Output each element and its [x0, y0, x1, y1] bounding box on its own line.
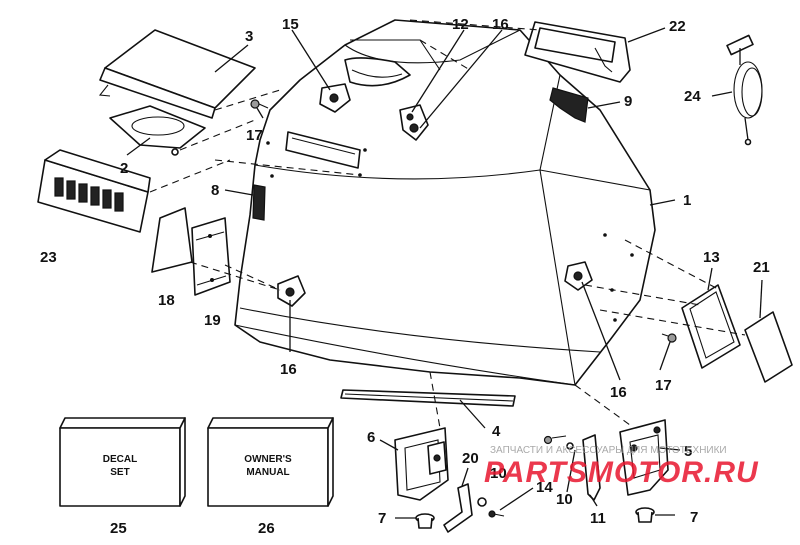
- part-3-lid: [98, 29, 256, 119]
- part-5-bracket: [619, 419, 669, 496]
- manual-label-line1: OWNER'S: [244, 454, 292, 465]
- callout-11: 11: [590, 510, 606, 527]
- callout-21: 21: [753, 259, 770, 276]
- decal-label-line1: DECAL: [103, 454, 137, 465]
- callout-1: 1: [683, 192, 691, 209]
- callout-18: 18: [158, 292, 175, 309]
- assembly-lines: [149, 19, 746, 429]
- callout-16-left: 16: [280, 361, 297, 378]
- part-19-plate: [191, 217, 231, 296]
- callout-13: 13: [703, 249, 720, 266]
- watermark-logo: PARTSMOTOR.RU: [484, 456, 759, 489]
- seal-strip-9: [549, 87, 589, 123]
- seal-strip-8: [252, 184, 266, 221]
- part-15-fastener: [319, 83, 351, 113]
- callouts: 1 2 3 4 5 6 7 7 8 9 10 10 11 12 13 14 15…: [40, 16, 770, 537]
- engine-cover: [234, 19, 656, 386]
- callout-8: 8: [211, 182, 219, 199]
- callout-2: 2: [120, 160, 128, 177]
- callout-5: 5: [684, 443, 692, 460]
- callout-14: 14: [536, 479, 553, 496]
- part-20-bracket: [443, 483, 473, 533]
- callout-17-left: 17: [246, 127, 263, 144]
- watermark: PARTSMOTOR.RU ЗАПЧАСТИ И АКСЕССУАРЫ ДЛЯ …: [484, 445, 759, 489]
- callout-7-left: 7: [378, 510, 386, 527]
- part-11-clip: [582, 434, 601, 501]
- callout-24: 24: [684, 88, 701, 105]
- part-17-screw-right: [661, 333, 677, 343]
- callout-12: 12: [452, 16, 469, 33]
- part-7-grommet-right: [635, 507, 655, 523]
- callout-10-right: 10: [556, 491, 573, 508]
- callout-16-right: 16: [610, 384, 627, 401]
- part-4-strip: [340, 389, 516, 407]
- callout-26: 26: [258, 520, 275, 537]
- part-6-bracket: [394, 427, 449, 501]
- callout-9: 9: [624, 93, 632, 110]
- callout-15: 15: [282, 16, 299, 33]
- callout-20: 20: [462, 450, 479, 467]
- callout-6: 6: [367, 429, 375, 446]
- manual-label-line2: MANUAL: [246, 467, 289, 478]
- part-18-plate: [151, 207, 193, 273]
- leader-lines: [126, 27, 763, 519]
- callout-3: 3: [245, 28, 253, 45]
- callout-22: 22: [669, 18, 686, 35]
- callout-4: 4: [492, 423, 501, 440]
- part-13-frame: [681, 284, 741, 369]
- part-17-screw-left: [250, 99, 269, 109]
- part-7-grommet-left: [415, 513, 435, 529]
- callout-19: 19: [204, 312, 221, 329]
- part-23-vent: [37, 149, 151, 233]
- decal-set-box: DECAL SET: [59, 417, 186, 507]
- part-22-handle: [524, 21, 631, 83]
- callout-23: 23: [40, 249, 57, 266]
- watermark-tagline: ЗАПЧАСТИ И АКСЕССУАРЫ ДЛЯ МОТОТЕХНИКИ: [490, 445, 727, 456]
- part-10-screws: [477, 435, 574, 518]
- decal-label-line2: SET: [110, 467, 129, 478]
- part-16-fastener-left: [277, 275, 306, 307]
- part-21-plate: [744, 311, 793, 383]
- callout-17-right: 17: [655, 377, 672, 394]
- callout-16-top: 16: [492, 16, 509, 33]
- callout-7-right: 7: [690, 509, 698, 526]
- part-24-cable: [726, 34, 763, 146]
- owners-manual-box: OWNER'S MANUAL: [207, 417, 334, 507]
- callout-10-left: 10: [490, 465, 507, 482]
- part-2-grommet: [109, 105, 206, 156]
- callout-25: 25: [110, 520, 127, 537]
